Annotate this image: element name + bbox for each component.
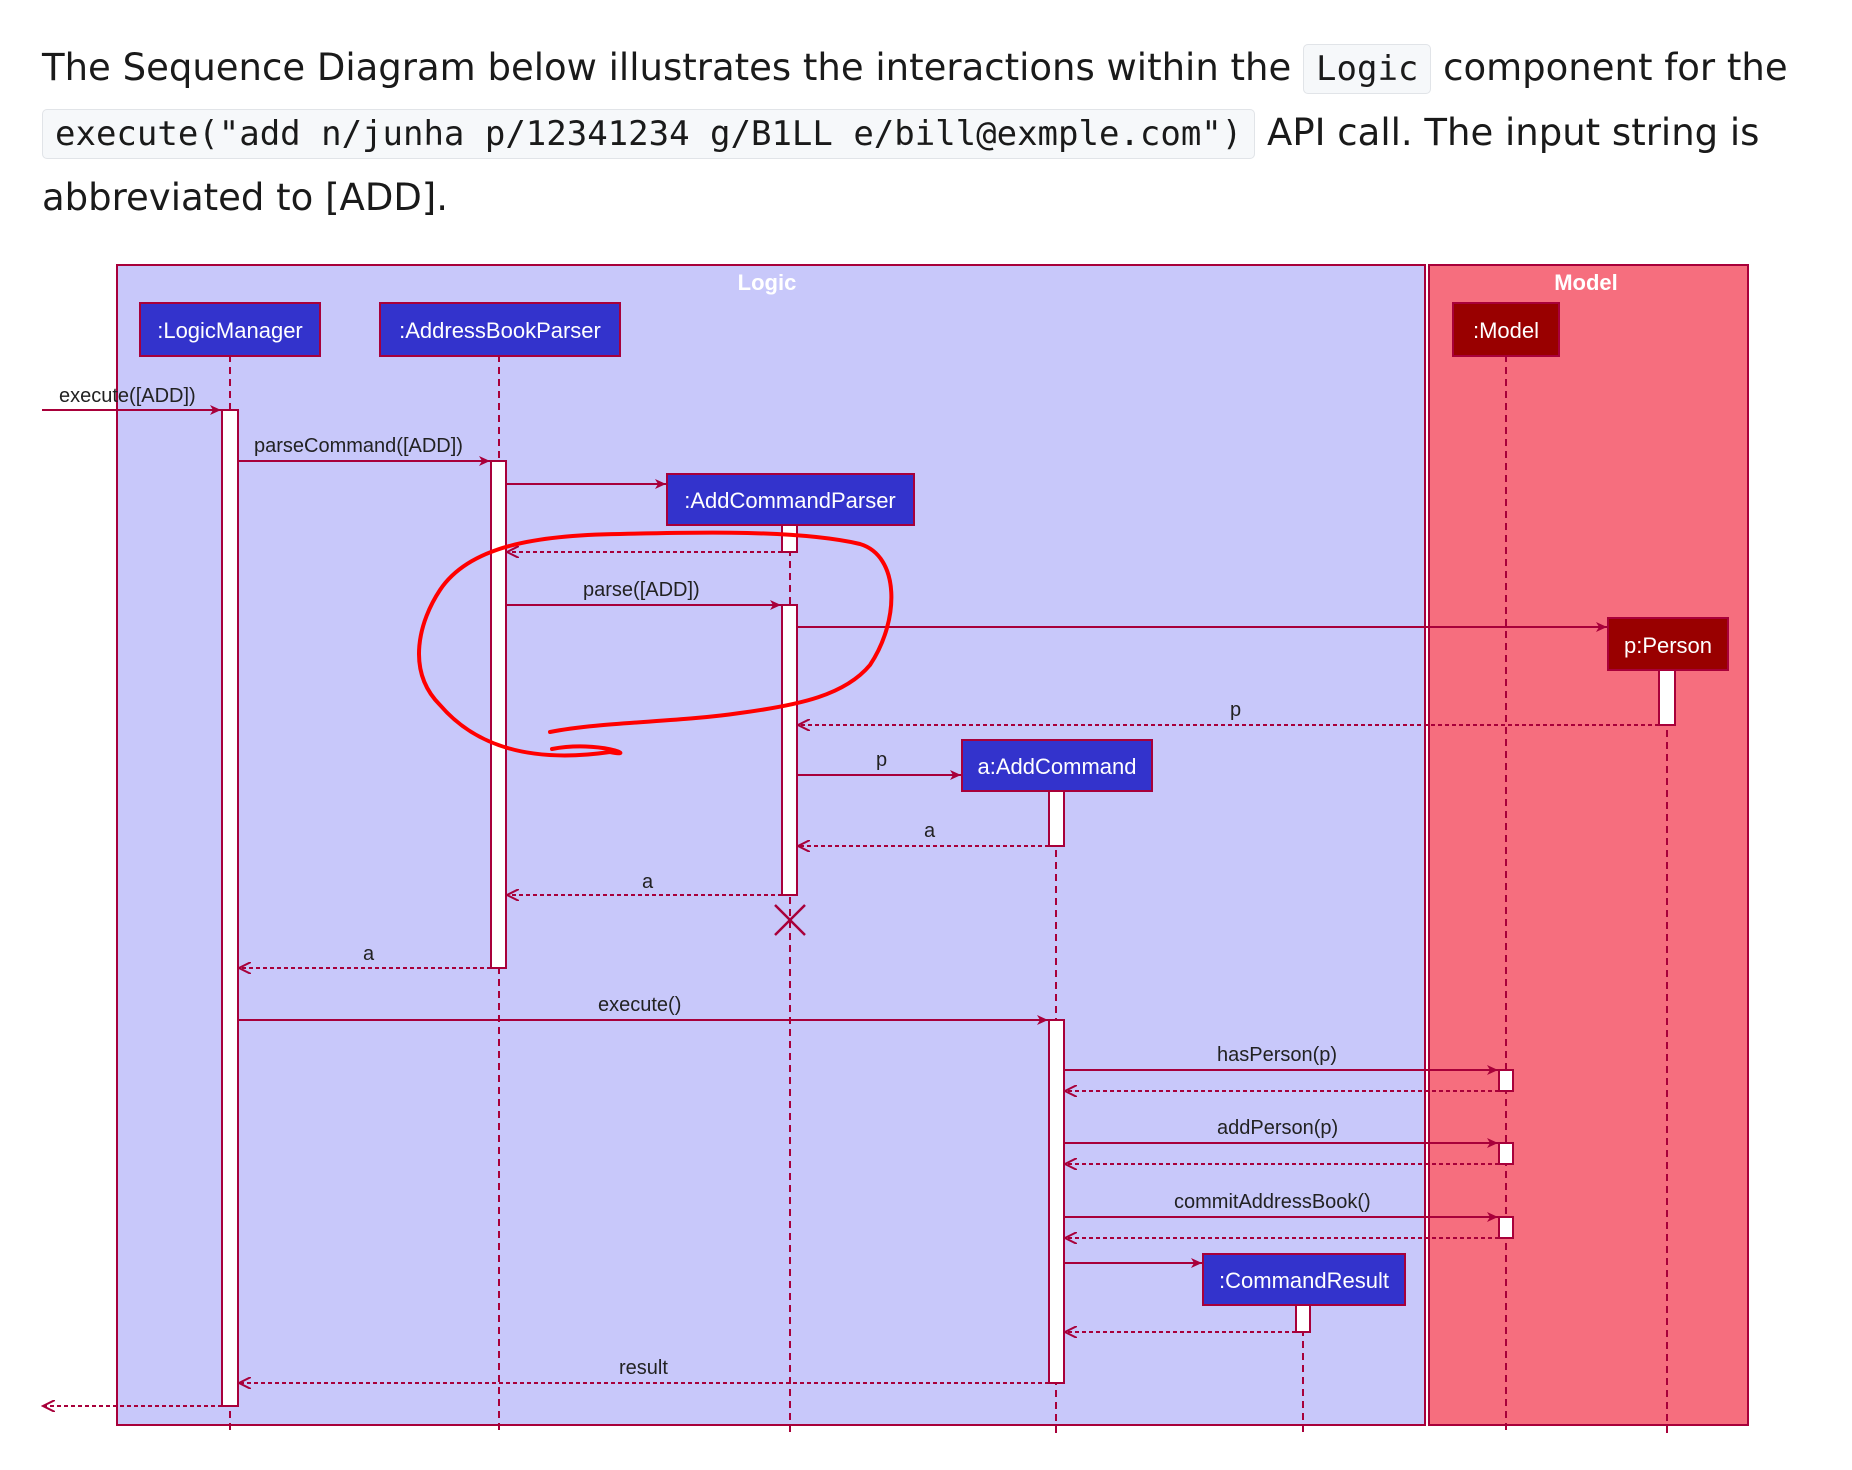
activation-person [1658, 669, 1676, 726]
participant-person [1607, 617, 1729, 671]
logic-code: Logic [1303, 44, 1432, 94]
logic-frame-title: Logic [738, 270, 797, 295]
message-execute-label: execute() [598, 994, 681, 1016]
activation-model-3 [1498, 1216, 1514, 1239]
destroy-marker [774, 904, 806, 936]
participant-logic-manager [139, 302, 321, 357]
activation-model-1 [1498, 1069, 1514, 1092]
return-result-label: result [619, 1357, 668, 1379]
message-execute-add-label: execute([ADD]) [59, 385, 196, 407]
return-p-label: p [1230, 699, 1241, 721]
activation-add-command-create [1048, 790, 1065, 847]
participant-add-command-label: a:AddCommand [978, 754, 1137, 779]
participant-person-label: p:Person [1624, 633, 1712, 658]
message-add-person-label: addPerson(p) [1217, 1117, 1338, 1139]
message-parse-label: parse([ADD]) [583, 579, 700, 601]
return-a-to-lm-label: a [363, 943, 375, 965]
logic-frame [116, 264, 1426, 1426]
activation-add-command-parser-create [781, 524, 798, 553]
activation-command-result [1295, 1304, 1311, 1333]
message-parse-command-label: parseCommand([ADD]) [254, 435, 463, 457]
activation-add-command-parser-parse [781, 604, 798, 896]
return-a-to-abp-label: a [642, 871, 654, 893]
message-create-add-command-label: p [876, 749, 887, 771]
participant-logic-manager-label: :LogicManager [157, 318, 303, 343]
activation-address-book-parser [490, 460, 507, 969]
intro-text-3: API call. The input string is abbreviate… [42, 111, 1760, 219]
activation-add-command-execute [1048, 1019, 1065, 1384]
participant-address-book-parser [379, 302, 621, 357]
intro-paragraph: The Sequence Diagram below illustrates t… [42, 36, 1822, 229]
participant-command-result-label: :CommandResult [1219, 1268, 1389, 1293]
model-frame [1428, 264, 1749, 1426]
message-has-person-label: hasPerson(p) [1217, 1044, 1337, 1066]
model-frame-title: Model [1554, 270, 1618, 295]
participant-add-command-parser [666, 473, 915, 526]
activation-logic-manager [221, 409, 239, 1407]
intro-text-2: component for the [1431, 46, 1788, 89]
participant-command-result [1202, 1253, 1406, 1306]
activation-model-2 [1498, 1142, 1514, 1165]
intro-text-1: The Sequence Diagram below illustrates t… [42, 46, 1304, 89]
participant-model [1452, 302, 1560, 357]
participant-add-command-parser-label: :AddCommandParser [684, 488, 896, 513]
call-code: execute("add n/junha p/12341234 g/B1LL e… [42, 109, 1256, 159]
participant-add-command [961, 739, 1153, 792]
annotation-circle [417, 530, 894, 758]
message-commit-label: commitAddressBook() [1174, 1191, 1371, 1213]
return-a-to-parser-label: a [924, 820, 936, 842]
participant-model-label: :Model [1473, 318, 1539, 343]
participant-address-book-parser-label: :AddressBookParser [399, 318, 601, 343]
